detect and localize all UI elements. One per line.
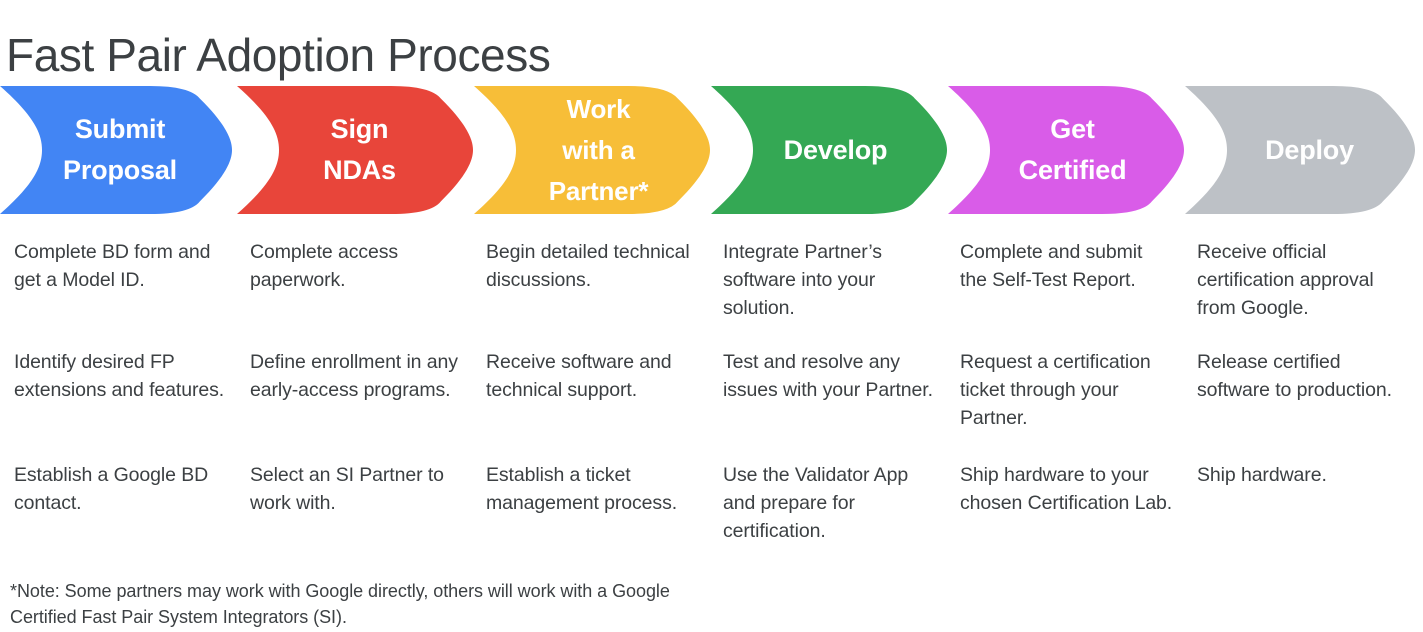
stage-arrow-submit-proposal[interactable]: Submit Proposal (0, 86, 232, 214)
stage-detail-work-with-a-partner-2: Receive software and technical support. (486, 351, 672, 401)
stage-arrow-shape-deploy (1185, 86, 1415, 214)
stage-arrow-shape-get-certified (948, 86, 1184, 214)
stage-detail-submit-proposal-3: Establish a Google BD contact. (14, 464, 209, 514)
stage-detail-sign-ndas-2: Define enrollment in any early-access pr… (250, 351, 458, 401)
stage-arrow-shape-sign-ndas (237, 86, 473, 214)
page-title: Fast Pair Adoption Process (6, 28, 551, 81)
stage-detail-develop-2: Test and resolve any issues with your Pa… (723, 351, 933, 401)
stage-detail-develop-1: Integrate Partner’s software into your s… (723, 241, 882, 319)
stage-details-row: Establish a Google BD contact. Select an … (0, 461, 1423, 561)
stage-detail-work-with-a-partner-3: Establish a ticket management process. (486, 464, 678, 514)
stage-detail-get-certified-2: Request a certification ticket through y… (960, 351, 1151, 429)
stage-detail-sign-ndas-3: Select an SI Partner to work with. (250, 464, 444, 514)
stage-detail-work-with-a-partner-1: Begin detailed technical discussions. (486, 241, 690, 291)
stage-detail-develop-3: Use the Validator App and prepare for ce… (723, 464, 909, 542)
stage-detail-get-certified-1: Complete and submit the Self-Test Report… (960, 241, 1143, 291)
stage-detail-deploy-2: Release certified software to production… (1197, 351, 1392, 401)
stage-detail-submit-proposal-2: Identify desired FP extensions and featu… (14, 351, 225, 401)
stage-arrow-sign-ndas[interactable]: Sign NDAs (237, 86, 473, 214)
stage-arrow-deploy[interactable]: Deploy (1185, 86, 1415, 214)
stage-details-row: Identify desired FP extensions and featu… (0, 348, 1423, 448)
stage-detail-submit-proposal-1: Complete BD form and get a Model ID. (14, 241, 211, 291)
stage-arrow-shape-submit-proposal (0, 86, 232, 214)
stage-detail-get-certified-3: Ship hardware to your chosen Certificati… (960, 464, 1173, 514)
stage-arrow-develop[interactable]: Develop (711, 86, 947, 214)
stage-detail-sign-ndas-1: Complete access paperwork. (250, 241, 399, 291)
stage-arrow-shape-develop (711, 86, 947, 214)
footnote-note: *Note: Some partners may work with Googl… (10, 581, 670, 627)
stage-arrow-get-certified[interactable]: Get Certified (948, 86, 1184, 214)
stage-detail-deploy-1: Receive official certification approval … (1197, 241, 1374, 319)
stage-detail-deploy-3: Ship hardware. (1197, 464, 1327, 486)
stage-arrow-shape-work-with-a-partner (474, 86, 710, 214)
stage-details-row: Complete BD form and get a Model ID. Comp… (0, 238, 1423, 338)
stage-arrow-work-with-a-partner[interactable]: Work with a Partner* (474, 86, 710, 214)
